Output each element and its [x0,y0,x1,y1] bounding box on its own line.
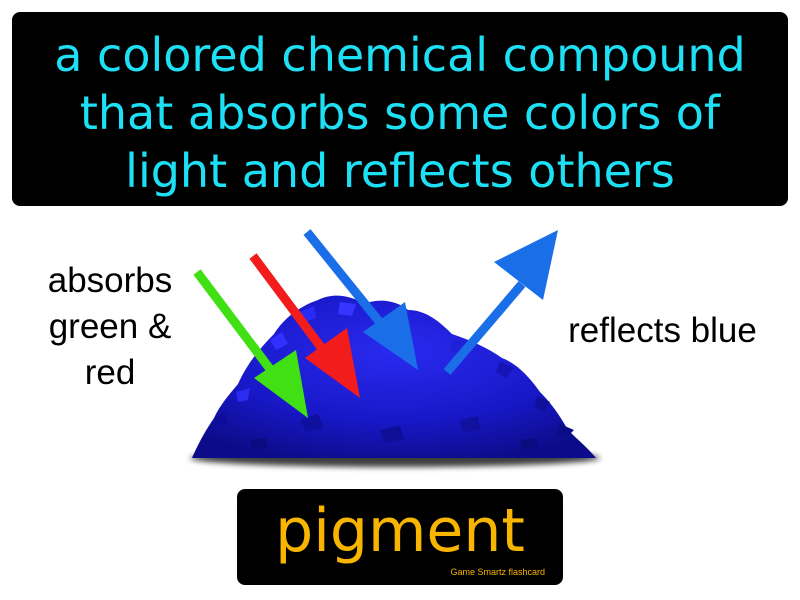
absorbs-label-line-2: green & [48,307,172,346]
reflects-label: reflects blue [568,311,757,350]
term-word: pigment [275,496,525,566]
blue-reflected-arrow [443,230,558,375]
definition-line-1: a colored chemical compound [54,28,746,82]
absorbs-label: absorbs green & red [20,258,200,396]
brand-caption: Game Smartz flashcard [450,567,545,577]
definition-line-3: light and reflects others [125,144,675,198]
green-arrow [193,269,308,418]
blue-incoming-arrow [303,229,418,370]
definition-box: a colored chemical compound that absorbs… [12,12,788,206]
definition-line-2: that absorbs some colors of [79,86,721,140]
red-arrow [249,253,360,398]
term-box: pigment Game Smartz flashcard [237,489,563,585]
absorbs-label-line-3: red [84,353,136,392]
absorbs-label-line-1: absorbs [47,261,173,300]
